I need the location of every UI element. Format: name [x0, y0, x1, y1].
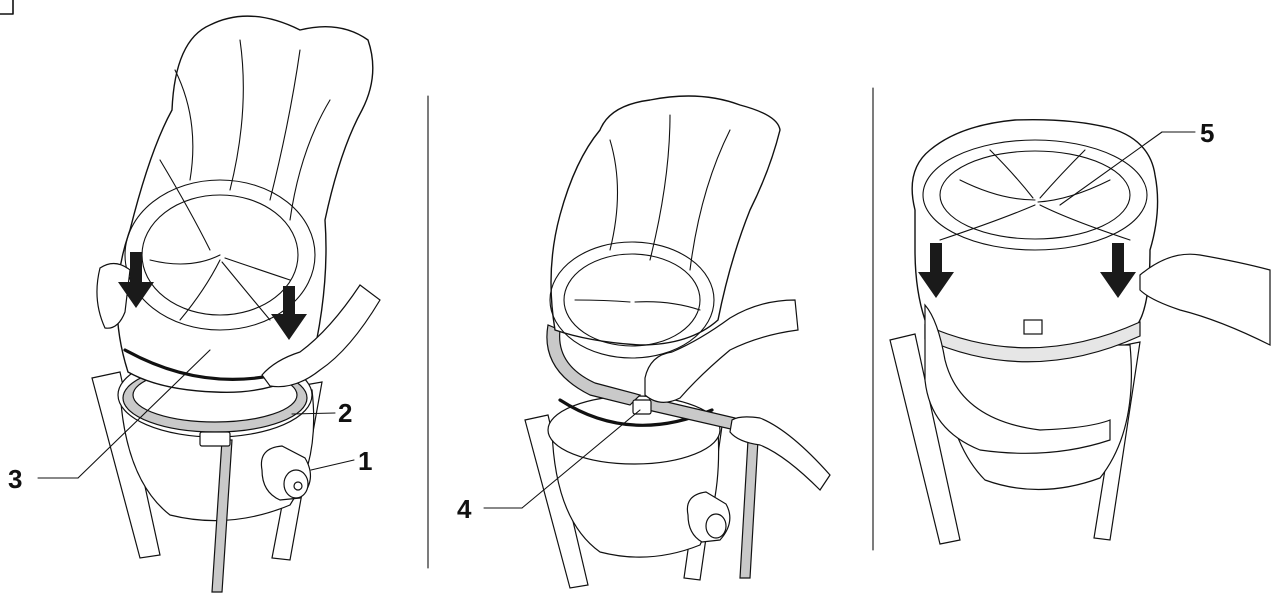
- filter-bag-3: [912, 120, 1157, 352]
- latch-knob-2: [687, 492, 729, 542]
- panel-step-1: [38, 16, 380, 592]
- panel-step-3: [890, 120, 1270, 544]
- right-arm-3: [1140, 254, 1270, 345]
- panel-step-2: [484, 96, 830, 588]
- filter-bag-2: [551, 96, 780, 345]
- callout-3: 3: [8, 464, 22, 494]
- strap-buckle: [200, 432, 230, 446]
- strap-buckle-2: [633, 400, 651, 414]
- corner-crop-mark: [0, 0, 13, 14]
- hanging-strap-2: [740, 440, 758, 578]
- callout-1: 1: [358, 446, 372, 476]
- callout-4: 4: [457, 494, 472, 524]
- hand-pulling-strap: [730, 417, 830, 490]
- callout-5: 5: [1200, 118, 1214, 148]
- callout-2: 2: [338, 398, 352, 428]
- leader-line-1: [311, 460, 354, 470]
- strap-buckle-3: [1024, 320, 1042, 334]
